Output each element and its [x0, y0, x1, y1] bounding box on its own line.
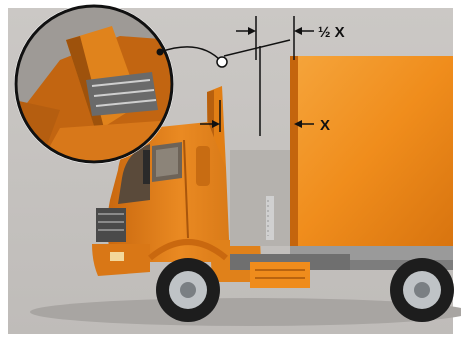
side-mirror: [143, 150, 150, 184]
trailer: [290, 56, 453, 270]
ground-shadow: [30, 298, 461, 326]
inset-leader-line: [159, 46, 223, 63]
rear-wheel: [390, 258, 454, 322]
truck-cab: [92, 122, 262, 282]
inset-circle: [14, 4, 174, 164]
half-x-label: ½ X: [318, 24, 345, 41]
half-x-dimension: [236, 27, 314, 35]
front-wheel: [156, 258, 220, 322]
windshield: [118, 144, 150, 204]
x-label: X: [320, 117, 330, 134]
x-dimension: [200, 120, 314, 128]
dimension-lines: [219, 16, 295, 136]
